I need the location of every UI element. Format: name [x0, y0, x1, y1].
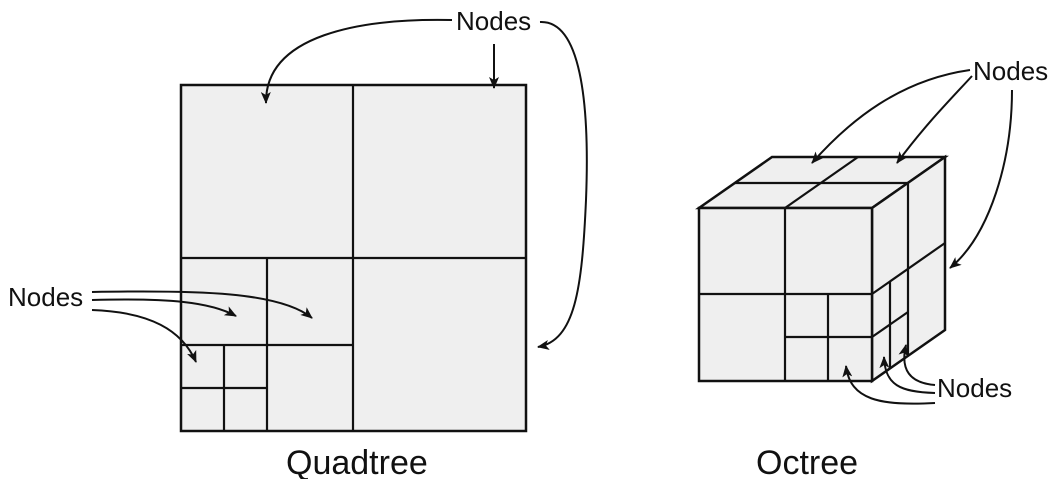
octree-right-arrow: [949, 89, 1013, 269]
octree-right-divider-diagonal: [871, 242, 946, 295]
quadtree-left-arrow-1: [91, 290, 313, 319]
octree-bottom-arrow-3: [898, 344, 936, 386]
quadtree-top-nodes-label: Nodes: [456, 6, 531, 36]
octree-top-arrow-1: [811, 69, 971, 164]
octree-top-nodes-label: Nodes: [973, 56, 1048, 86]
quadtree-caption: Quadtree: [286, 444, 428, 479]
quadtree-left-arrow-3: [91, 309, 197, 363]
octree-right-sub-diagonal: [871, 311, 909, 338]
octree-caption: Octree: [756, 444, 858, 479]
octree-bottom-nodes-label: Nodes: [937, 373, 1012, 403]
octree: [695, 154, 949, 384]
quadtree-bottom-right-arrow: [537, 20, 588, 350]
octree-top-arrow-2: [896, 75, 973, 164]
quadtree-left-arrow-2: [91, 298, 237, 317]
octree-bottom-arrow-1: [842, 365, 936, 405]
octree-bottom-arrow-2: [879, 356, 936, 394]
quadtree-top-left-arrow: [260, 18, 453, 104]
quadtree: [179, 83, 528, 433]
quadtree-left-nodes-label: Nodes: [8, 282, 83, 312]
